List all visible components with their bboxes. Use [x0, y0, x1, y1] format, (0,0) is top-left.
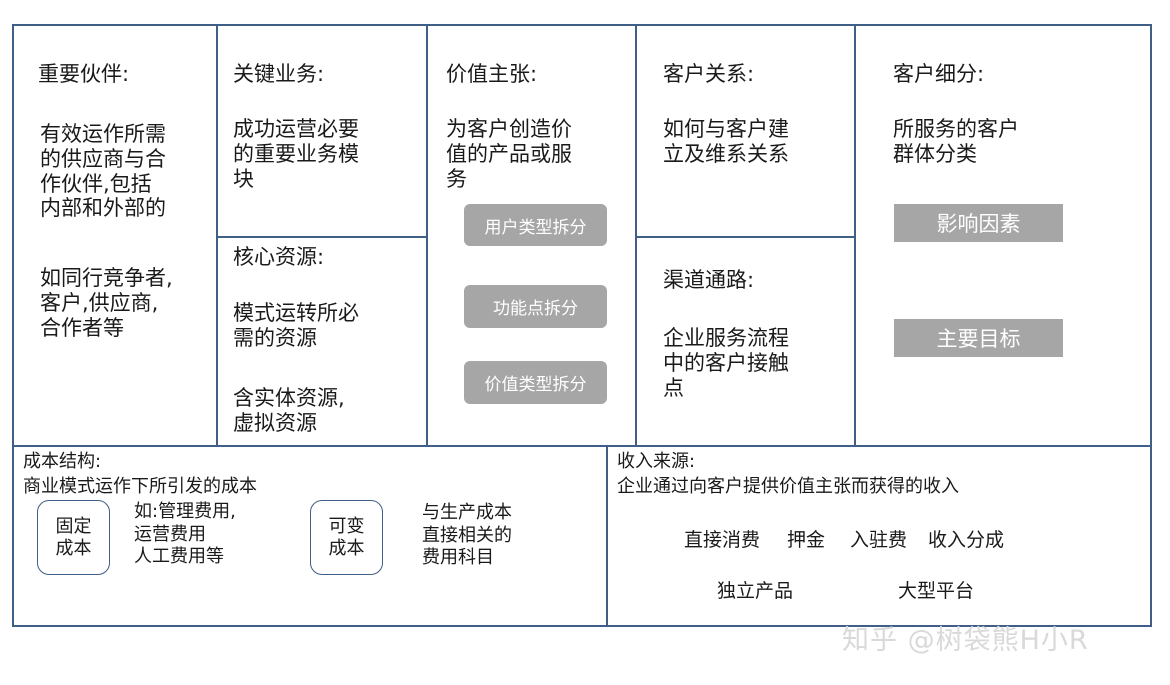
revenue-streams-desc: 企业通过向客户提供价值主张而获得的收入: [617, 476, 959, 497]
value-proposition-cell: 价值主张: 为客户创造价 值的产品或服 务 用户类型拆分 功能点拆分 价值类型拆…: [428, 26, 635, 445]
main-goals-box: 主要目标: [894, 319, 1063, 357]
key-resources-cell: 核心资源: 模式运转所必 需的资源 含实体资源, 虚拟资源: [218, 238, 426, 445]
fixed-cost-pill: 固定 成本: [37, 500, 110, 575]
key-resources-example: 含实体资源, 虚拟资源: [233, 386, 345, 435]
revenue-item-deposit: 押金: [787, 529, 826, 551]
frame-top: [12, 24, 1152, 26]
revenue-streams-title: 收入来源:: [617, 451, 696, 472]
divider-activities-resources: [216, 236, 427, 238]
customer-relationships-desc: 如何与客户建 立及维系关系: [663, 117, 789, 166]
frame-right: [1150, 24, 1152, 627]
variable-cost-pill: 可变 成本: [310, 500, 383, 575]
divider-cost-revenue: [606, 445, 608, 627]
key-activities-cell: 关键业务: 成功运营必要 的重要业务模 块: [218, 26, 426, 236]
revenue-item-standalone-product: 独立产品: [717, 580, 794, 602]
key-partners-title: 重要伙伴:: [38, 62, 130, 86]
channels-title: 渠道通路:: [663, 268, 755, 292]
frame-bottom: [12, 625, 1152, 627]
customer-segments-title: 客户细分:: [893, 62, 985, 86]
customer-segments-cell: 客户细分: 所服务的客户 群体分类 影响因素 主要目标: [856, 26, 1150, 445]
key-partners-desc: 有效运作所需 的供应商与合 作伙伴,包括 内部和外部的: [40, 122, 166, 221]
fixed-cost-example: 如:管理费用, 运营费用 人工费用等: [134, 501, 236, 567]
feature-split-button[interactable]: 功能点拆分: [464, 285, 607, 328]
key-resources-desc: 模式运转所必 需的资源: [233, 301, 359, 350]
revenue-item-entry-fee: 入驻费: [850, 529, 908, 551]
channels-desc: 企业服务流程 中的客户接触 点: [663, 326, 789, 400]
frame-left: [12, 24, 14, 627]
key-resources-title: 核心资源:: [233, 245, 325, 269]
revenue-item-revenue-share: 收入分成: [928, 529, 1005, 551]
value-proposition-title: 价值主张:: [446, 62, 538, 86]
variable-cost-example: 与生产成本 直接相关的 费用科目: [422, 502, 512, 568]
value-type-split-button[interactable]: 价值类型拆分: [464, 361, 607, 404]
revenue-streams-cell: 收入来源: 企业通过向客户提供价值主张而获得的收入 直接消费 押金 入驻费 收入…: [608, 447, 1150, 625]
value-proposition-desc: 为客户创造价 值的产品或服 务: [446, 117, 572, 191]
divider-relationships-channels: [635, 236, 855, 238]
divider-upper-lower: [12, 445, 1152, 447]
cost-structure-desc: 商业模式运作下所引发的成本: [23, 476, 257, 497]
divider-col2: [426, 24, 428, 446]
cost-structure-cell: 成本结构: 商业模式运作下所引发的成本 固定 成本 如:管理费用, 运营费用 人…: [14, 447, 606, 625]
divider-col4: [854, 24, 856, 446]
customer-segments-desc: 所服务的客户 群体分类: [893, 117, 1019, 166]
influence-factors-box: 影响因素: [894, 204, 1063, 242]
cost-structure-title: 成本结构:: [23, 451, 102, 472]
user-type-split-button[interactable]: 用户类型拆分: [464, 204, 607, 246]
divider-col3: [635, 24, 637, 446]
channels-cell: 渠道通路: 企业服务流程 中的客户接触 点: [637, 238, 854, 445]
key-activities-desc: 成功运营必要 的重要业务模 块: [233, 117, 359, 191]
revenue-item-direct-consumption: 直接消费: [684, 529, 761, 551]
key-partners-example: 如同行竞争者, 客户,供应商, 合作者等: [40, 266, 173, 340]
divider-col1: [216, 24, 218, 446]
watermark: 知乎 @树袋熊H小R: [842, 625, 1089, 656]
key-partners-cell: 重要伙伴: 有效运作所需 的供应商与合 作伙伴,包括 内部和外部的 如同行竞争者…: [14, 26, 216, 445]
customer-relationships-title: 客户关系:: [663, 62, 755, 86]
key-activities-title: 关键业务:: [233, 62, 325, 86]
revenue-item-large-platform: 大型平台: [898, 580, 975, 602]
customer-relationships-cell: 客户关系: 如何与客户建 立及维系关系: [637, 26, 854, 236]
